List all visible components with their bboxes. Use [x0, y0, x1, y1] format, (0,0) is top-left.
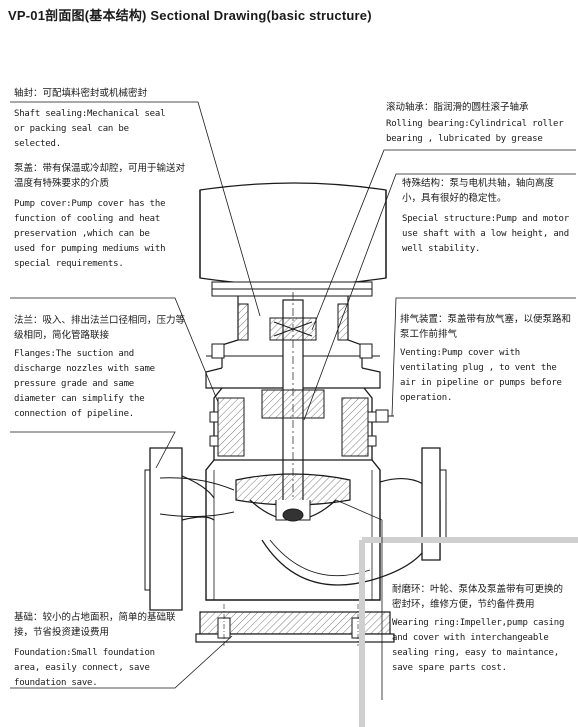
leader-special-structure	[303, 173, 576, 421]
wearing-ring-zh: 耐磨环：叶轮、泵体及泵盖带有可更换的密封环，维修方便，节约备件费用	[392, 584, 564, 610]
flanges-en: Flanges:The suction and discharge nozzle…	[14, 349, 155, 419]
leader-wearing-ring	[335, 499, 383, 700]
annotation-foundation: 基础：较小的占地面积，简单的基础联接，节省投资建设费用 Foundation:S…	[14, 610, 184, 691]
impeller	[235, 473, 351, 522]
rolling-bearing-en: Rolling bearing:Cylindrical roller beari…	[386, 119, 564, 144]
pump-casing	[205, 459, 381, 601]
foundation-en: Foundation:Small foundation area, easily…	[14, 648, 155, 688]
flanges-zh: 法兰：吸入、排出法兰口径相同，压力等级相同，简化管路联接	[14, 315, 186, 341]
leader-foundation	[10, 635, 233, 689]
special-structure-zh: 特殊结构：泵与电机共轴，轴向高度小，具有很好的稳定性。	[402, 178, 555, 204]
leader-lines	[10, 101, 576, 700]
motor-housing	[199, 182, 387, 297]
suction-nozzle	[144, 447, 235, 611]
annotation-shaft-sealing: 轴封：可配填料密封或机械密封 Shaft sealing:Mechanical …	[14, 86, 184, 152]
pump-cover-en: Pump cover:Pump cover has the function o…	[14, 199, 166, 269]
pump-cover-zh: 泵盖：带有保温或冷却腔，可用于输送对温度有特殊要求的介质	[14, 163, 186, 189]
special-structure-en: Special structure:Pump and motor use sha…	[402, 214, 569, 254]
shaft	[261, 292, 325, 520]
foundation-base	[195, 604, 395, 646]
rolling-bearing-zh: 滚动轴承：脂润滑的圆柱滚子轴承	[386, 102, 529, 113]
annotation-special-structure: 特殊结构：泵与电机共轴，轴向高度小，具有很好的稳定性。 Special stru…	[402, 176, 572, 257]
leader-rolling-bearing	[311, 149, 576, 331]
leader-pump-cover	[10, 297, 219, 403]
shaft-sealing-en: Shaft sealing:Mechanical seal or packing…	[14, 109, 166, 149]
pump-cover	[209, 387, 394, 461]
venting-zh: 排气装置：泵盖带有放气塞，以便泵路和泵工作前排气	[400, 314, 572, 340]
leader-flange	[10, 431, 176, 469]
shaft-sealing-zh: 轴封：可配填料密封或机械密封	[14, 88, 148, 99]
annotation-pump-cover: 泵盖：带有保温或冷却腔，可用于输送对温度有特殊要求的介质 Pump cover:…	[14, 161, 186, 272]
annotation-flanges: 法兰：吸入、排出法兰口径相同，压力等级相同，简化管路联接 Flanges:The…	[14, 313, 186, 422]
wearing-ring-en: Wearing ring:Impeller,pump casing and co…	[392, 618, 565, 673]
annotation-rolling-bearing: 滚动轴承：脂润滑的圆柱滚子轴承 Rolling bearing:Cylindri…	[386, 100, 572, 147]
page-title: VP-01剖面图(基本结构) Sectional Drawing(basic s…	[8, 8, 372, 23]
annotation-venting: 排气装置：泵盖带有放气塞，以便泵路和泵工作前排气 Venting:Pump co…	[400, 312, 572, 406]
foundation-zh: 基础：较小的占地面积，简单的基础联接，节省投资建设费用	[14, 612, 176, 638]
wearing-ring-panel	[359, 537, 578, 727]
bracket	[205, 296, 381, 389]
leader-shaft-sealing	[10, 101, 261, 317]
annotation-wearing-ring: 耐磨环：叶轮、泵体及泵盖带有可更换的密封环，维修方便，节约备件费用 Wearin…	[392, 582, 570, 676]
discharge-nozzle	[261, 447, 447, 586]
venting-en: Venting:Pump cover with ventilating plug…	[400, 348, 562, 403]
leader-venting	[391, 297, 576, 417]
